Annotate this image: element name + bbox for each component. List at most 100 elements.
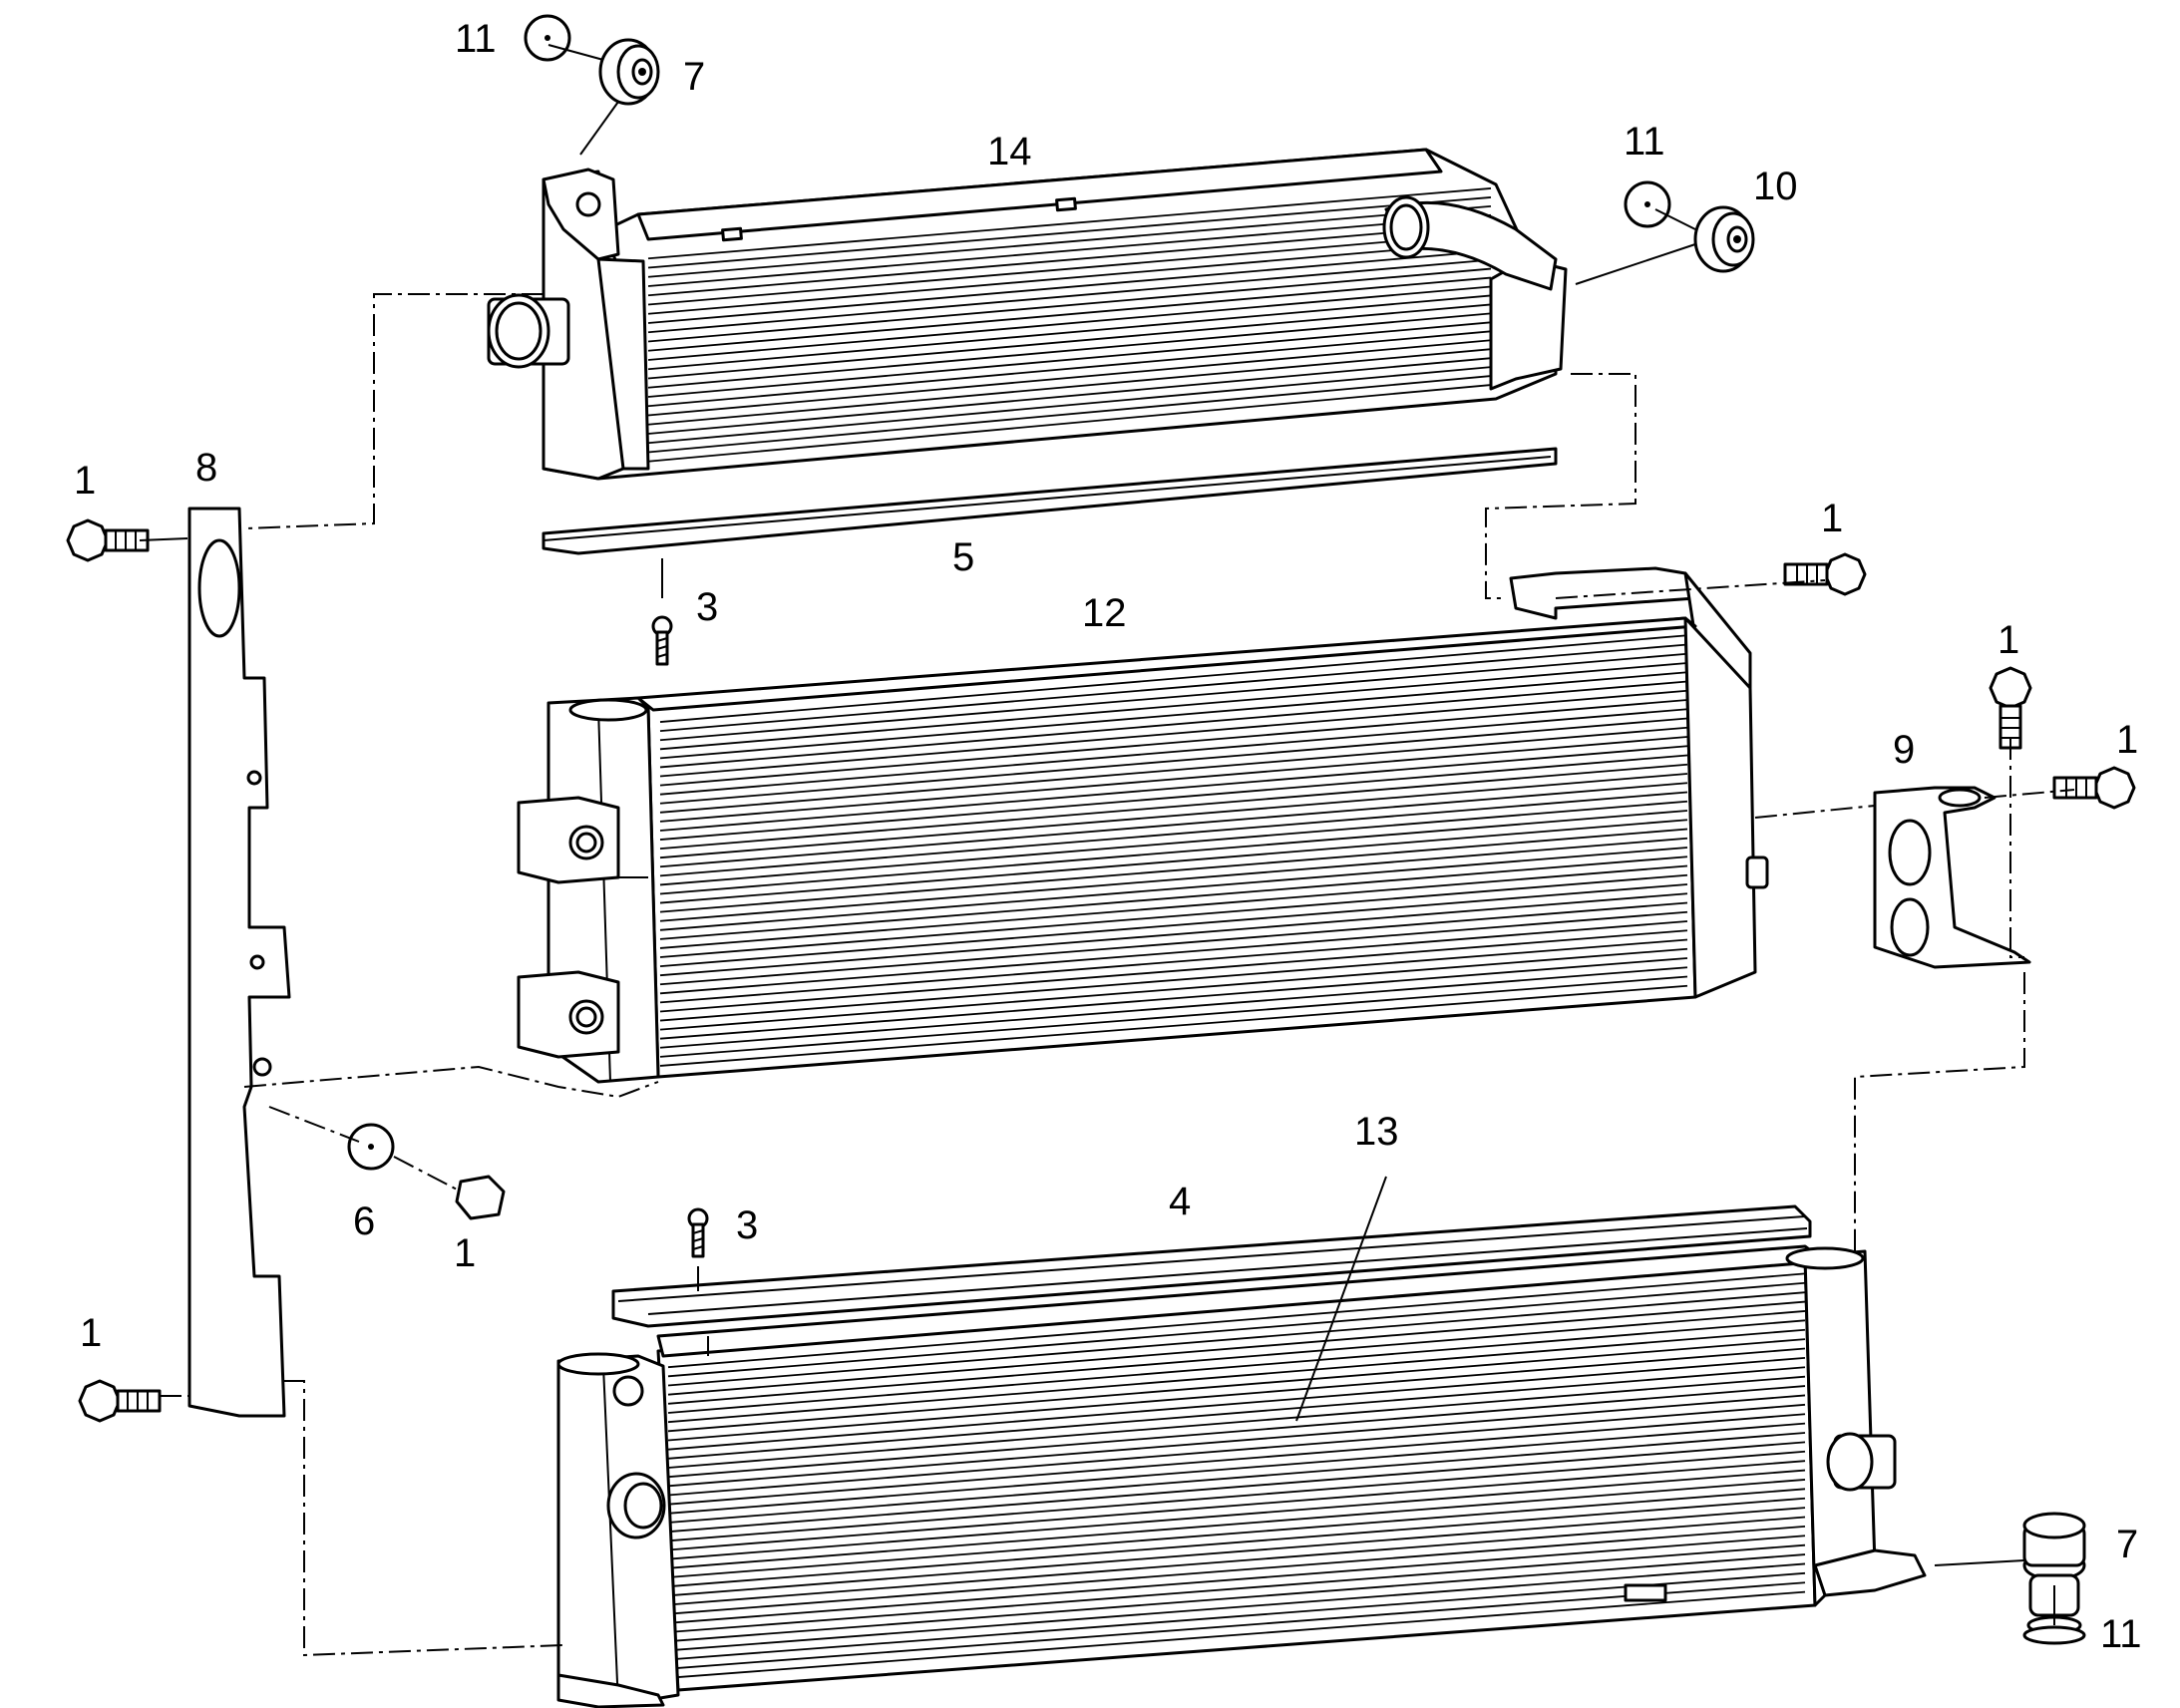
fin-line (667, 1394, 1806, 1488)
fin-line (647, 330, 1492, 408)
fin-line (667, 1450, 1806, 1542)
fin-line (659, 910, 1688, 995)
fin-line (667, 1403, 1806, 1497)
fin-line (667, 1562, 1806, 1652)
fin-line (659, 773, 1688, 859)
fin-line (659, 929, 1688, 1013)
fin-line (659, 947, 1688, 1031)
fin-line (667, 1310, 1806, 1405)
fin-line (667, 1571, 1806, 1661)
fin-line (659, 680, 1688, 769)
fin-line (647, 375, 1492, 454)
vertical-bracket (187, 507, 291, 1418)
washer-top-left-icon (524, 14, 571, 62)
fin-line (659, 671, 1688, 760)
fin-line (647, 196, 1492, 269)
callout-11-bottom: 11 (2100, 1612, 2142, 1656)
fin-line (667, 1328, 1806, 1424)
fin-line (667, 1507, 1806, 1597)
fin-line (659, 828, 1688, 913)
fin-line (659, 837, 1688, 922)
fin-line (667, 1543, 1806, 1633)
fin-line (647, 348, 1492, 426)
fin-line (659, 957, 1688, 1040)
fin-line (667, 1525, 1806, 1615)
top-strip (611, 1204, 1812, 1328)
fin-line (647, 285, 1492, 361)
fin-line (667, 1338, 1806, 1433)
callout-1-bracket-right: 1 (2116, 718, 2138, 762)
fin-line (647, 231, 1492, 306)
fin-line (667, 1581, 1806, 1670)
fin-line (647, 312, 1492, 389)
fin-line (659, 847, 1688, 931)
callout-3-bottom: 3 (736, 1203, 758, 1247)
fin-line (667, 1375, 1806, 1469)
fin-line (659, 717, 1688, 805)
fin-line (659, 782, 1688, 868)
fin-line (667, 1460, 1806, 1551)
fin-line (647, 303, 1492, 380)
bolt-top-left-icon (66, 518, 150, 562)
fin-line (647, 339, 1492, 417)
callout-10: 10 (1753, 165, 1798, 208)
mount-top-right-icon (1693, 205, 1755, 273)
fin-line (659, 708, 1688, 796)
fin-line (667, 1281, 1806, 1378)
fin-line (667, 1300, 1806, 1396)
fin-line (667, 1413, 1806, 1506)
fin-line (647, 357, 1492, 435)
charge-air-cooler (487, 148, 1568, 481)
fin-line (667, 1347, 1806, 1442)
assembly-lines (160, 293, 2075, 1657)
leader-lines (139, 44, 2055, 1625)
washer-top-right-icon (1624, 180, 1671, 228)
fin-line (667, 1535, 1806, 1624)
fin-line (659, 810, 1688, 895)
fin-line (659, 873, 1688, 958)
fin-line (647, 276, 1492, 352)
fin-line (667, 1590, 1806, 1679)
callout-14: 14 (987, 130, 1032, 173)
fin-line (659, 791, 1688, 877)
fin-line (647, 258, 1492, 334)
callout-13: 13 (1354, 1110, 1399, 1154)
fin-line (659, 652, 1688, 742)
fin-line (667, 1516, 1806, 1606)
fin-line (659, 864, 1688, 949)
fin-line (647, 384, 1492, 463)
fin-line (667, 1432, 1806, 1524)
nut-icon (455, 1175, 506, 1220)
fin-line (667, 1469, 1806, 1560)
oil-cooler (556, 1244, 1927, 1708)
callout-5: 5 (952, 535, 974, 579)
washer-bottom-right-icon (2022, 1625, 2086, 1645)
callout-4: 4 (1169, 1180, 1191, 1223)
fin-line (659, 892, 1688, 977)
fin-line (659, 634, 1688, 723)
fin-line (659, 745, 1688, 832)
fin-line (659, 726, 1688, 814)
callout-1-top-left: 1 (74, 459, 96, 503)
side-bracket (1873, 786, 2031, 969)
fin-line (667, 1488, 1806, 1578)
fin-line (659, 643, 1688, 733)
fin-line (659, 966, 1688, 1049)
callout-1-vertical: 1 (1998, 618, 2019, 662)
fin-line (659, 763, 1688, 851)
fin-line (647, 321, 1492, 398)
fin-line (647, 249, 1492, 324)
fin-line (659, 901, 1688, 986)
fin-line (667, 1319, 1806, 1414)
fin-line (667, 1441, 1806, 1534)
fin-line (659, 883, 1688, 967)
callout-1-mid-right: 1 (1821, 497, 1843, 540)
fin-line (667, 1385, 1806, 1479)
fin-line (659, 938, 1688, 1022)
fin-line (647, 187, 1492, 260)
callout-1-lower-left: 1 (80, 1311, 102, 1355)
fin-line (667, 1553, 1806, 1643)
fin-line (647, 366, 1492, 445)
bolt-mid-right-icon (1783, 552, 1867, 596)
